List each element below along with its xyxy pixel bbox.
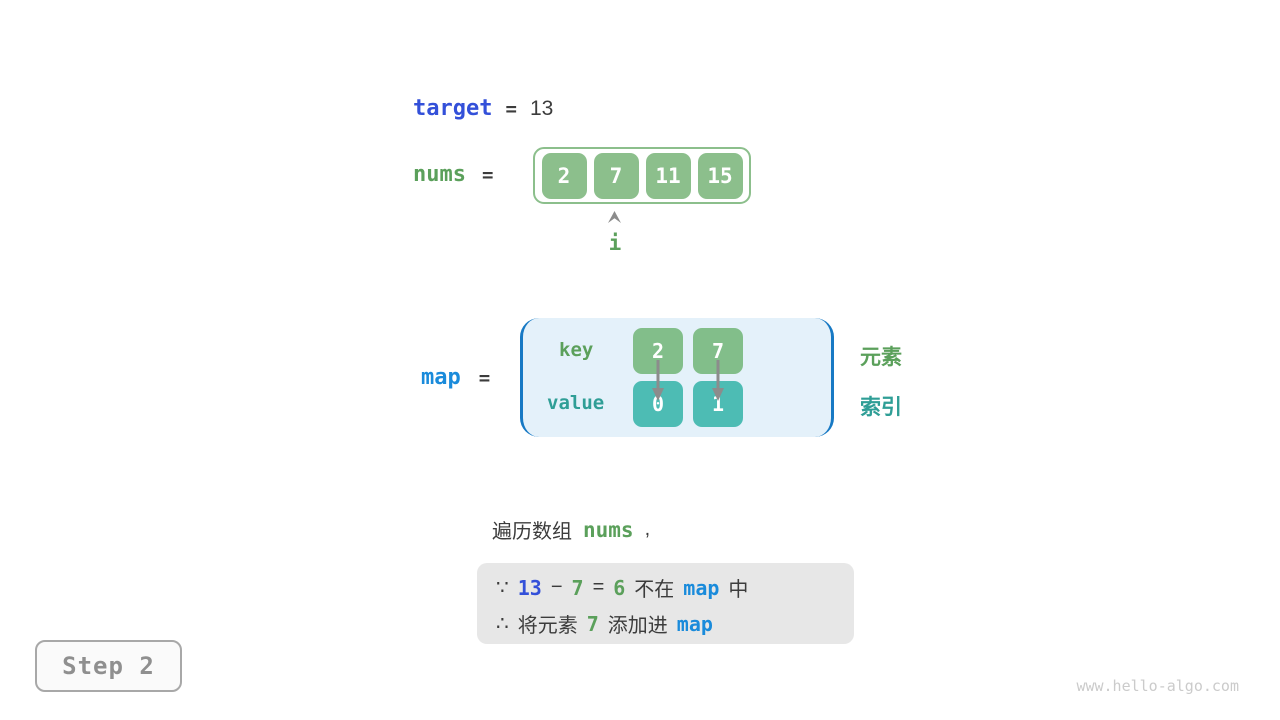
map-table: key value 2 7 0 1 xyxy=(520,318,834,437)
index-pointer-label: i xyxy=(608,231,622,255)
nums-equals: = xyxy=(481,163,494,186)
map-keyword: map xyxy=(421,365,461,390)
current-number: 7 xyxy=(571,575,584,600)
target-keyword: target xyxy=(413,96,493,121)
target-number: 13 xyxy=(517,575,542,600)
map-equals: = xyxy=(478,366,491,389)
map-value-cell: 1 xyxy=(693,381,743,427)
nums-keyword: nums xyxy=(413,162,466,187)
add-element-text: 将元素 xyxy=(517,615,578,637)
nums-line: nums = xyxy=(413,162,493,187)
difference-number: 6 xyxy=(613,575,626,600)
target-line: target = 13 xyxy=(413,96,553,121)
caption-code: nums xyxy=(583,517,634,542)
not-in-text: 不在 xyxy=(634,579,675,601)
arrow-down-icon xyxy=(712,360,724,401)
map-value-cell: 0 xyxy=(633,381,683,427)
array-cell: 15 xyxy=(697,152,743,199)
index-side-label: 索引 xyxy=(860,396,902,419)
target-equals: = xyxy=(505,97,517,120)
minus-sign: − xyxy=(550,576,563,598)
add-into-text: 添加进 xyxy=(607,615,668,637)
step-badge-label: Step 2 xyxy=(62,652,155,680)
caption-suffix: , xyxy=(644,518,651,540)
conclusion-box: ∵ 13 − 7 = 6 不在 map 中 ∴ 将元素 7 添加进 map xyxy=(477,563,854,644)
watermark: www.hello-algo.com xyxy=(1076,677,1239,695)
map-line: map = xyxy=(421,365,490,390)
in-suffix-text: 中 xyxy=(728,579,749,601)
caption-prefix: 遍历数组 xyxy=(492,521,572,543)
nums-array: 2 7 11 15 xyxy=(533,147,751,204)
conclusion-line-2: ∴ 将元素 7 添加进 map xyxy=(496,608,854,639)
conclusion-line-1: ∵ 13 − 7 = 6 不在 map 中 xyxy=(496,572,854,603)
map-keyword-inline: map xyxy=(676,611,713,636)
step-badge: Step 2 xyxy=(35,640,182,692)
arrow-up-icon xyxy=(608,211,621,223)
caption-line: 遍历数组 nums , xyxy=(492,515,650,544)
array-cell: 7 xyxy=(593,152,639,199)
equals-sign: = xyxy=(592,576,605,598)
element-number: 7 xyxy=(586,611,599,636)
map-keyword-inline: map xyxy=(683,575,720,600)
target-value: 13 xyxy=(529,96,554,120)
value-row-label: value xyxy=(547,392,605,414)
because-symbol: ∵ xyxy=(496,577,509,599)
therefore-symbol: ∴ xyxy=(496,613,509,635)
arrow-down-icon xyxy=(652,360,664,401)
key-row-label: key xyxy=(559,339,594,361)
array-cell: 2 xyxy=(541,152,587,199)
array-cell: 11 xyxy=(645,152,691,199)
element-side-label: 元素 xyxy=(860,346,902,369)
